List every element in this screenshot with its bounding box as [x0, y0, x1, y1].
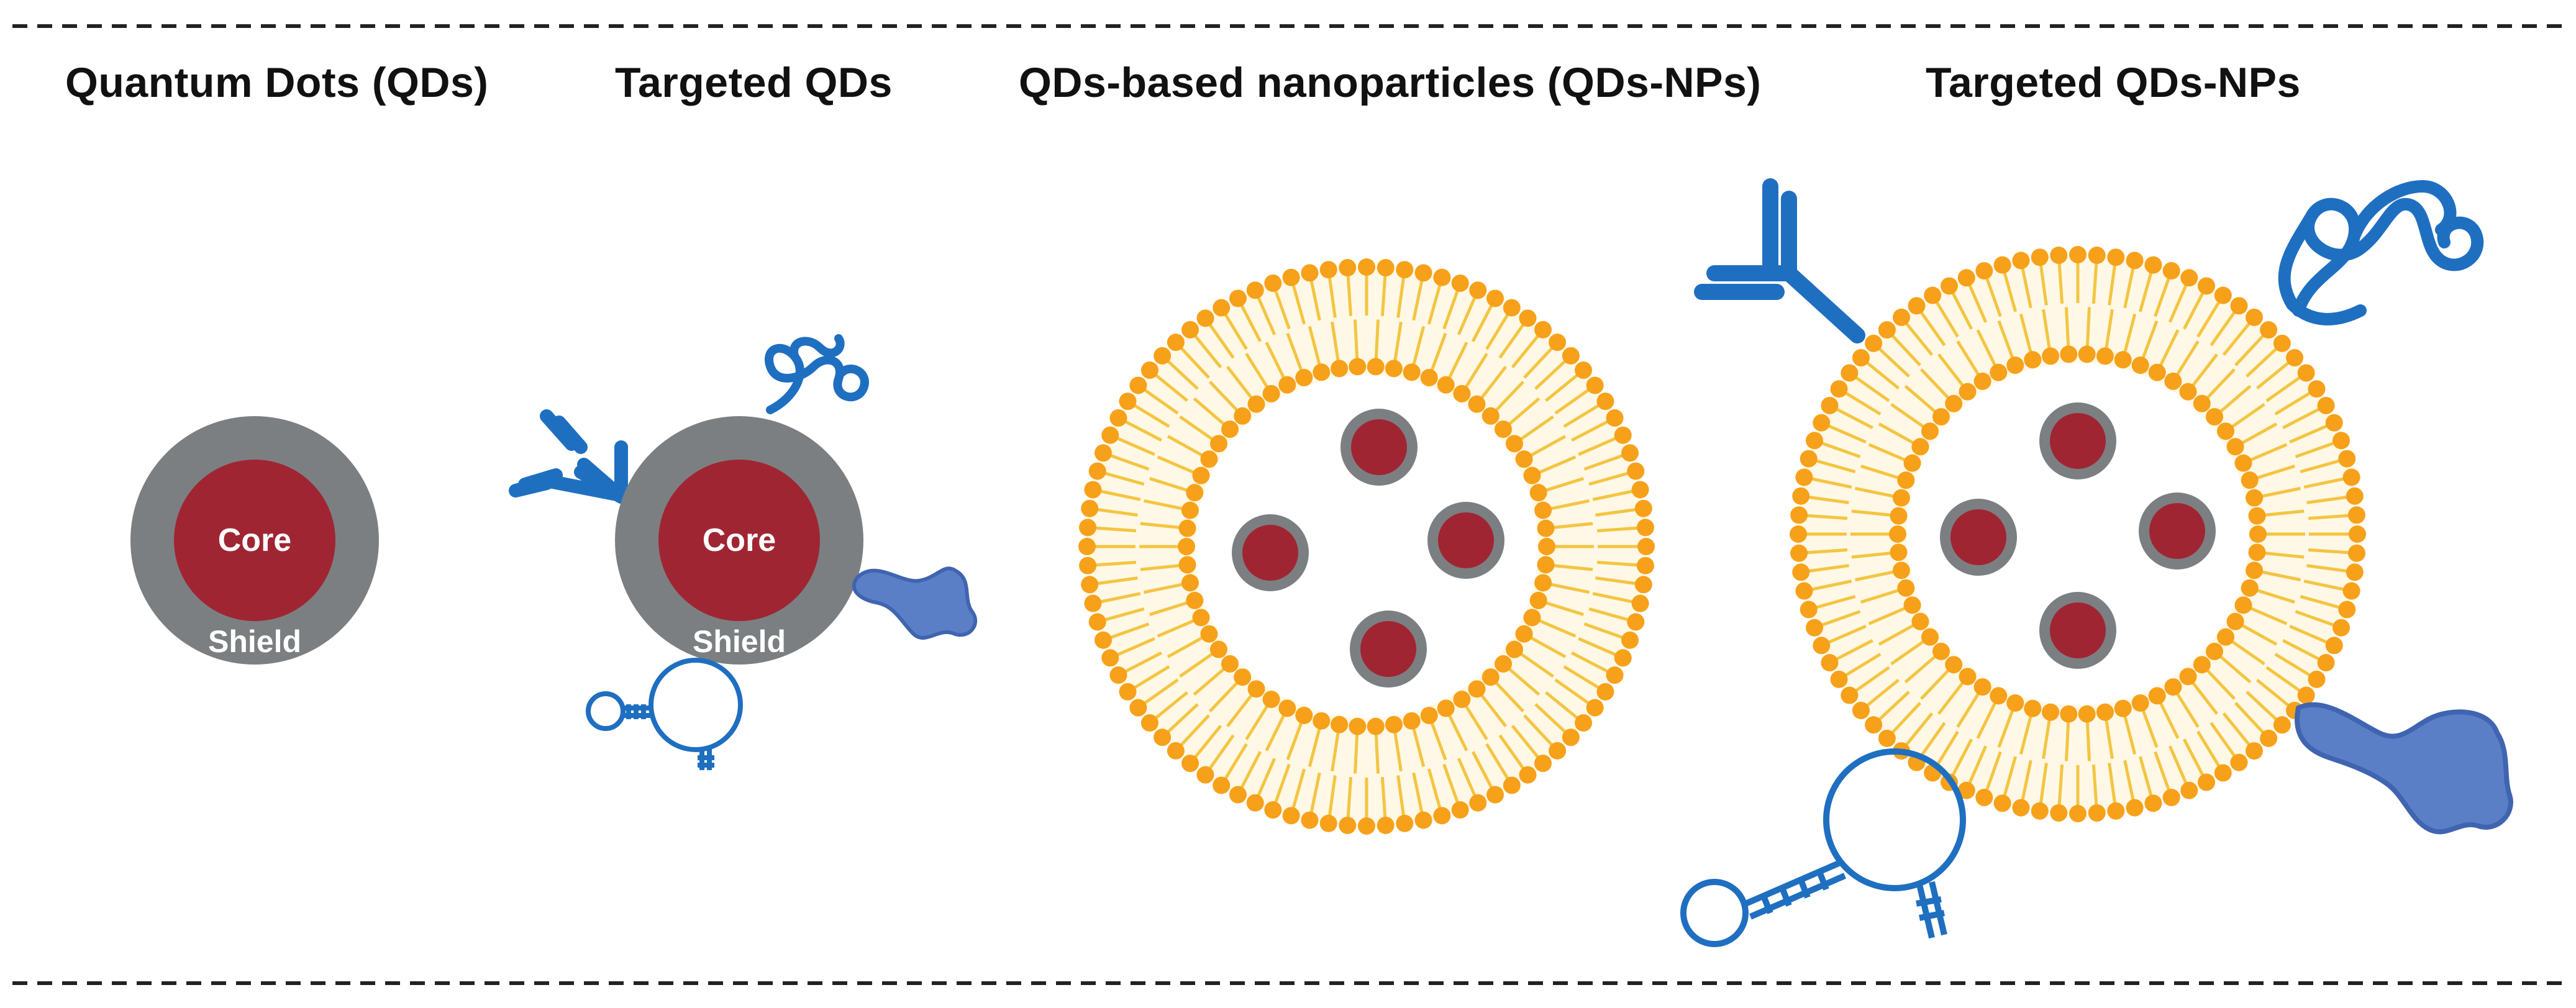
shell-label: Shield — [208, 624, 301, 659]
core-label: Core — [218, 522, 291, 558]
antibody-icon — [1694, 178, 1865, 343]
encapsulated-qd — [1427, 502, 1504, 579]
antibody-icon — [509, 409, 631, 504]
core-label: Core — [703, 522, 776, 558]
aptamer-icon — [1680, 748, 1966, 947]
encapsulated-qd — [2039, 592, 2116, 669]
panel-title-targeted-qds: Targeted QDs — [615, 59, 893, 106]
encapsulated-qd — [2039, 402, 2116, 479]
encapsulated-qd — [1940, 499, 2017, 576]
peptide-icon — [765, 334, 869, 414]
qd-core — [174, 460, 335, 621]
encapsulated-qd — [1232, 514, 1309, 591]
peptide-icon — [2278, 179, 2484, 325]
encapsulated-qd — [2139, 493, 2216, 570]
liposome-nanoparticle — [1078, 258, 1655, 835]
lipid-tails — [1093, 273, 1640, 820]
lipid-heads — [1078, 258, 1655, 835]
qd-core — [658, 460, 820, 621]
lipid-tails — [1805, 261, 2351, 807]
quantum-dot-plain: Core Shield — [130, 416, 379, 665]
protein-icon — [852, 566, 978, 640]
quantum-dot-targeted: Core Shield — [615, 416, 863, 665]
liposome-nanoparticle-targeted — [1790, 246, 2366, 822]
lipid-heads — [1790, 246, 2366, 822]
panel-title-targeted-qds-nps: Targeted QDs-NPs — [1926, 59, 2301, 106]
protein-icon — [2295, 702, 2513, 835]
shell-label: Shield — [693, 624, 786, 659]
panel-title-quantum-dots: Quantum Dots (QDs) — [65, 59, 489, 106]
encapsulated-qd — [1340, 409, 1418, 486]
panel-title-qds-nps: QDs-based nanoparticles (QDs-NPs) — [1019, 59, 1762, 106]
encapsulated-qd — [1350, 611, 1427, 688]
aptamer-icon — [586, 658, 743, 770]
